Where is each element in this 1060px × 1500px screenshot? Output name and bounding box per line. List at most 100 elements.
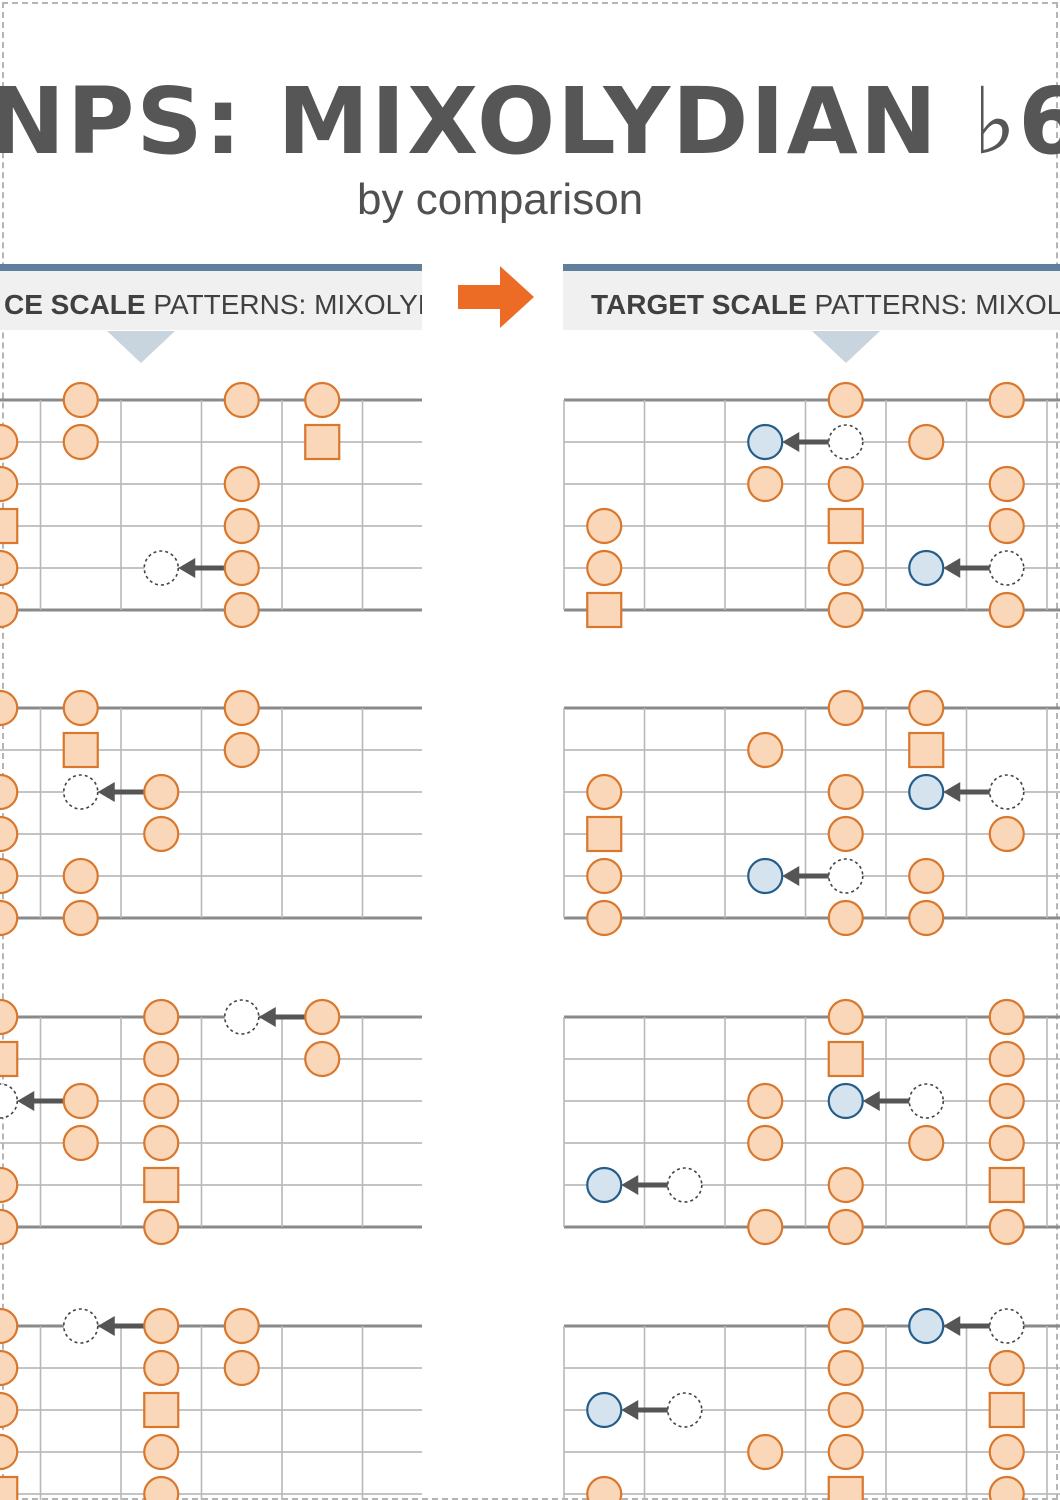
scale-note	[0, 591, 19, 629]
shift-arrow-icon	[97, 1316, 115, 1336]
scale-note	[304, 998, 341, 1036]
target-scale-header: TARGET SCALE PATTERNS: MIXOLYDIAN	[563, 264, 1060, 330]
shift-arrow-icon	[782, 432, 800, 452]
scale-note	[747, 1433, 784, 1471]
changed-note	[747, 423, 784, 461]
ghost-note	[666, 1167, 703, 1203]
root-note	[827, 1475, 864, 1500]
page-subtitle: by comparison	[357, 175, 644, 224]
scale-note	[988, 591, 1025, 629]
scale-note	[304, 1040, 341, 1078]
source-scale-header: CE SCALE PATTERNS: MIXOLYDIAN	[0, 264, 422, 330]
scale-note	[747, 1124, 784, 1162]
scale-note	[0, 549, 19, 587]
scale-note	[747, 1082, 784, 1120]
shift-arrow-icon	[943, 558, 961, 578]
scale-note	[827, 591, 864, 629]
shift-arrow-icon	[97, 782, 115, 802]
scale-note	[62, 1082, 99, 1120]
scale-note	[0, 1391, 19, 1429]
scale-note	[0, 857, 19, 895]
scale-note	[827, 1391, 864, 1429]
scale-note	[143, 1475, 180, 1500]
scale-note	[988, 381, 1025, 419]
scale-note	[988, 1349, 1025, 1387]
root-note	[143, 1391, 180, 1429]
ghost-note	[988, 774, 1025, 810]
changed-note	[747, 857, 784, 895]
scale-note	[0, 773, 19, 811]
scale-note	[908, 423, 945, 461]
scale-note	[747, 731, 784, 769]
scale-note	[827, 1433, 864, 1471]
shift-arrow-icon	[943, 1316, 961, 1336]
scale-note	[143, 815, 180, 853]
scale-note	[143, 773, 180, 811]
scale-note	[223, 591, 260, 629]
scale-note	[827, 1307, 864, 1345]
fretboard-source-3	[0, 998, 422, 1246]
ghost-note	[827, 858, 864, 894]
scale-note	[908, 857, 945, 895]
scale-note	[586, 773, 623, 811]
target-header-bold: TARGET SCALE	[591, 289, 807, 320]
scale-note	[223, 689, 260, 727]
source-header-rest: PATTERNS: MIXOLYDIAN	[153, 289, 422, 320]
page-title: NPS: MIXOLYDIAN ♭6	[0, 72, 1060, 172]
scale-note	[143, 1124, 180, 1162]
scale-note	[827, 899, 864, 937]
shift-arrow-icon	[17, 1091, 35, 1111]
fretboard-source-1	[0, 381, 422, 629]
ghost-note	[62, 1308, 99, 1344]
scale-note	[223, 549, 260, 587]
scale-note	[827, 1166, 864, 1204]
scale-note	[62, 689, 99, 727]
fretboard-source-4	[0, 1307, 422, 1500]
scale-note	[908, 689, 945, 727]
scale-note	[988, 1475, 1025, 1500]
scale-note	[827, 549, 864, 587]
title-band: NPS: MIXOLYDIAN ♭6	[0, 72, 1060, 172]
scale-note	[586, 899, 623, 937]
ghost-note	[0, 1083, 19, 1119]
shift-arrow-icon	[621, 1400, 639, 1420]
root-note	[988, 1166, 1025, 1204]
scale-note	[827, 815, 864, 853]
scale-note	[0, 998, 19, 1036]
scale-note	[908, 899, 945, 937]
scale-note	[747, 465, 784, 503]
target-header-text: TARGET SCALE PATTERNS: MIXOLYDIAN	[591, 289, 1060, 321]
source-pointer-icon	[107, 331, 175, 363]
scale-note	[0, 1166, 19, 1204]
root-note	[0, 1475, 19, 1500]
scale-note	[988, 1040, 1025, 1078]
scale-note	[586, 857, 623, 895]
shift-arrow-icon	[178, 558, 196, 578]
scale-note	[143, 1208, 180, 1246]
scale-note	[304, 381, 341, 419]
fretboard-target-3	[563, 998, 1060, 1246]
root-note	[827, 1040, 864, 1078]
scale-note	[0, 815, 19, 853]
scale-note	[0, 1349, 19, 1387]
scale-note	[747, 1208, 784, 1246]
scale-note	[0, 1208, 19, 1246]
shift-arrow-icon	[782, 866, 800, 886]
fretboard-target-4	[563, 1307, 1060, 1500]
scale-note	[223, 731, 260, 769]
scale-note	[223, 465, 260, 503]
scale-note	[143, 998, 180, 1036]
scale-note	[908, 1124, 945, 1162]
shift-arrow-icon	[258, 1007, 276, 1027]
scale-note	[0, 899, 19, 937]
scale-note	[827, 998, 864, 1036]
target-header-rest: PATTERNS: MIXOLYDIAN	[814, 289, 1060, 320]
root-note	[62, 731, 99, 769]
source-header-bold: CE SCALE	[4, 289, 146, 320]
changed-note	[908, 549, 945, 587]
root-note	[827, 507, 864, 545]
scale-note	[62, 1124, 99, 1162]
scale-note	[62, 423, 99, 461]
changed-note	[586, 1166, 623, 1204]
